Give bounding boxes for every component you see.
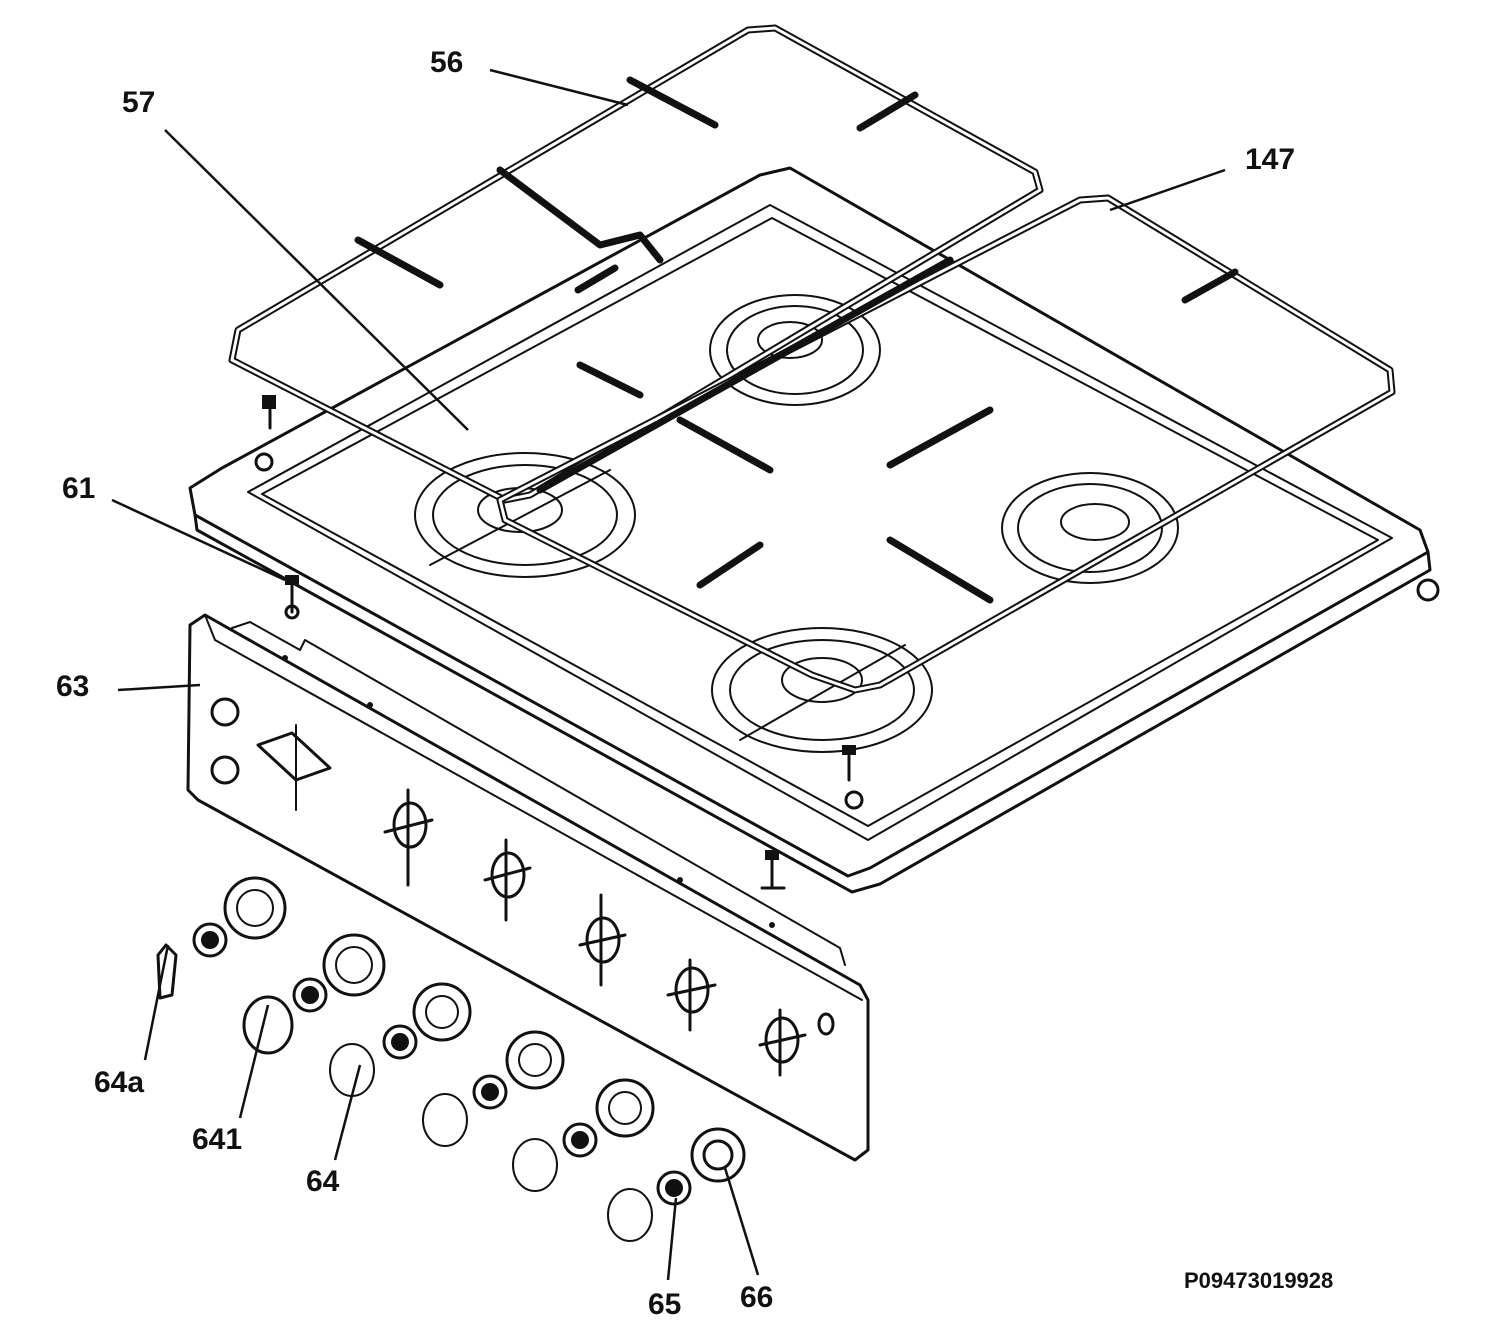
knob-holes [383, 788, 835, 1077]
knob-set-3 [329, 982, 472, 1097]
label-64: 64 [306, 1165, 340, 1198]
pan-support-rear [228, 24, 1044, 504]
control-knobs [156, 876, 746, 1242]
label-66: 66 [740, 1281, 774, 1314]
burner-rear-left [709, 294, 881, 406]
knob-set-2 [242, 933, 386, 1055]
hob-screws [254, 395, 1440, 890]
label-641: 641 [192, 1123, 243, 1156]
label-56: 56 [430, 46, 464, 79]
burner-front-left [414, 452, 636, 578]
burner-rear-right [1001, 472, 1179, 584]
knob-set-4 [422, 1030, 565, 1147]
pan-support-front [496, 194, 1396, 694]
knob-set-5 [512, 1078, 655, 1192]
control-panel [186, 613, 870, 1162]
label-63: 63 [56, 670, 90, 703]
label-147: 147 [1245, 143, 1296, 176]
label-64a: 64a [94, 1066, 145, 1099]
burner-front-right [711, 627, 933, 753]
label-61: 61 [62, 472, 96, 505]
label-57: 57 [122, 86, 156, 119]
drawing-reference-number: P09473019928 [1184, 1268, 1334, 1293]
leader-lines [111, 68, 1226, 1281]
knob-set-6 [607, 1127, 746, 1242]
hob-top-panel [188, 166, 1432, 894]
knob-set-1 [156, 876, 287, 1000]
label-65: 65 [648, 1288, 682, 1321]
